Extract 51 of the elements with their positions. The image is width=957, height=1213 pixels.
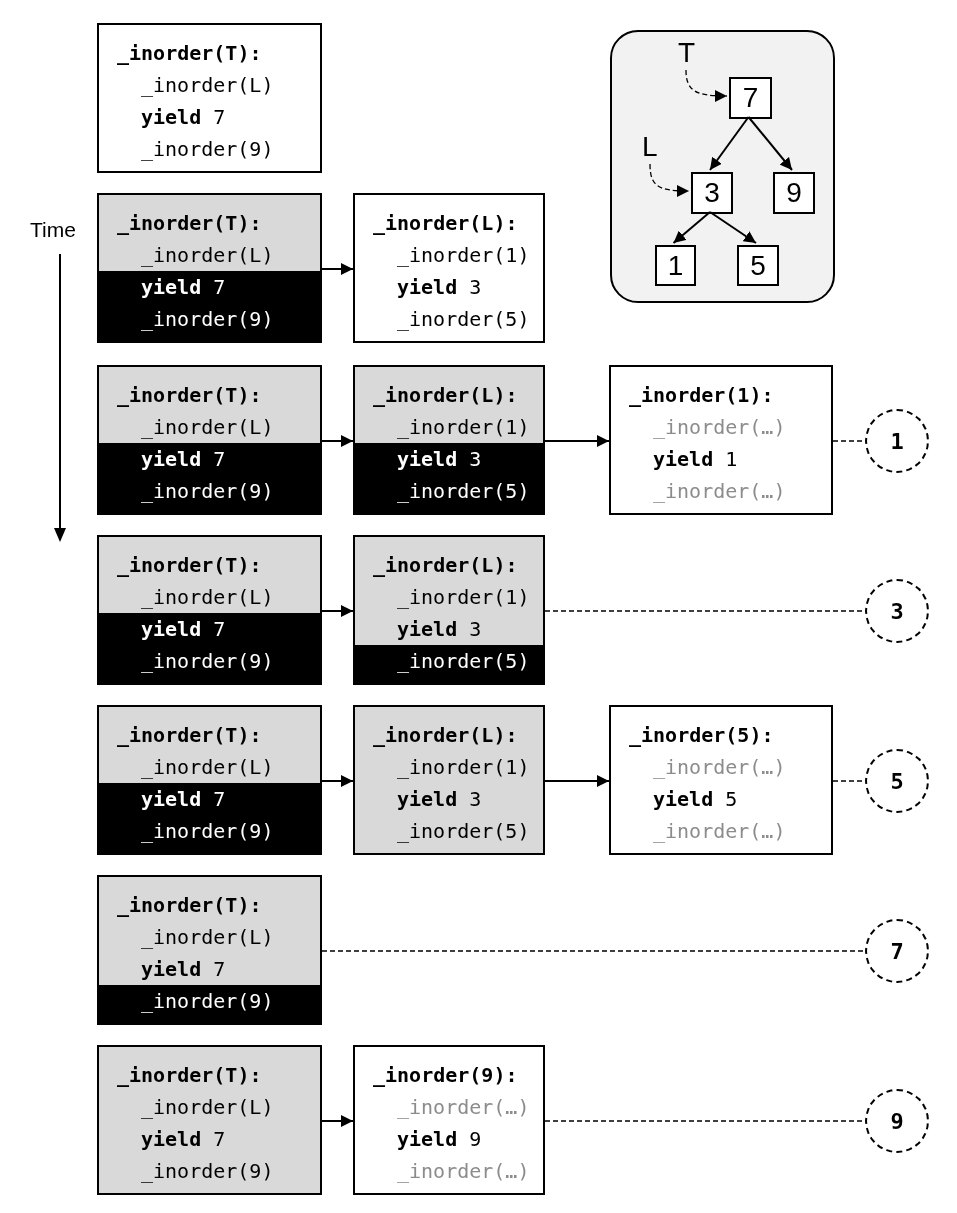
tree-node-box: 5 xyxy=(737,245,779,286)
tree-node-box: 7 xyxy=(729,77,772,119)
frame-heading: _inorder(L): xyxy=(355,707,543,751)
stack-frame-box xyxy=(353,365,545,515)
stack-frame-box xyxy=(609,365,833,515)
stack-frame-box xyxy=(353,535,545,685)
stack-frame-box xyxy=(97,365,322,515)
arrow xyxy=(747,116,793,171)
arrow xyxy=(321,435,354,447)
frame-heading: _inorder(T): xyxy=(99,1047,320,1091)
stack-frame-box xyxy=(353,193,545,343)
frame-heading: _inorder(T): xyxy=(99,537,320,581)
output-circle: 9 xyxy=(865,1089,929,1153)
stack-frame-box xyxy=(97,193,322,343)
arrow xyxy=(321,775,354,787)
stack-frame-box xyxy=(609,705,833,855)
stack-frame-box xyxy=(97,535,322,685)
frame-heading: _inorder(L): xyxy=(355,537,543,581)
output-circle: 5 xyxy=(865,749,929,813)
stack-frame-box xyxy=(353,705,545,855)
tree-panel xyxy=(610,30,835,303)
arrow xyxy=(321,1115,354,1127)
tree-node-box: 1 xyxy=(655,245,696,286)
arrow xyxy=(685,69,728,102)
stack-frame-box xyxy=(353,1045,545,1195)
arrow xyxy=(709,116,750,171)
output-circle: 7 xyxy=(865,919,929,983)
pointer-label: T xyxy=(678,38,696,68)
arrow xyxy=(672,211,711,244)
frame-heading: _inorder(T): xyxy=(99,707,320,751)
arrow xyxy=(321,263,354,275)
stack-frame-box xyxy=(97,1045,322,1195)
frame-heading: _inorder(T): xyxy=(99,367,320,411)
arrow xyxy=(709,211,757,244)
stack-frame-box xyxy=(97,705,322,855)
frame-heading: _inorder(T): xyxy=(99,195,320,239)
dashed-connector xyxy=(321,950,866,952)
arrow xyxy=(321,605,354,617)
tree-node-box: 9 xyxy=(773,172,815,214)
arrow xyxy=(649,163,690,197)
output-circle: 1 xyxy=(865,409,929,473)
tree-node-box: 3 xyxy=(691,172,733,214)
arrow xyxy=(544,775,610,787)
frame-heading: _inorder(L): xyxy=(355,367,543,411)
axis-label: Time xyxy=(30,218,76,242)
arrow xyxy=(544,435,610,447)
output-circle: 3 xyxy=(865,579,929,643)
stack-frame-box xyxy=(97,875,322,1025)
stack-frame-box xyxy=(97,23,322,173)
pointer-label: L xyxy=(642,132,658,162)
frame-heading: _inorder(T): xyxy=(99,877,320,921)
